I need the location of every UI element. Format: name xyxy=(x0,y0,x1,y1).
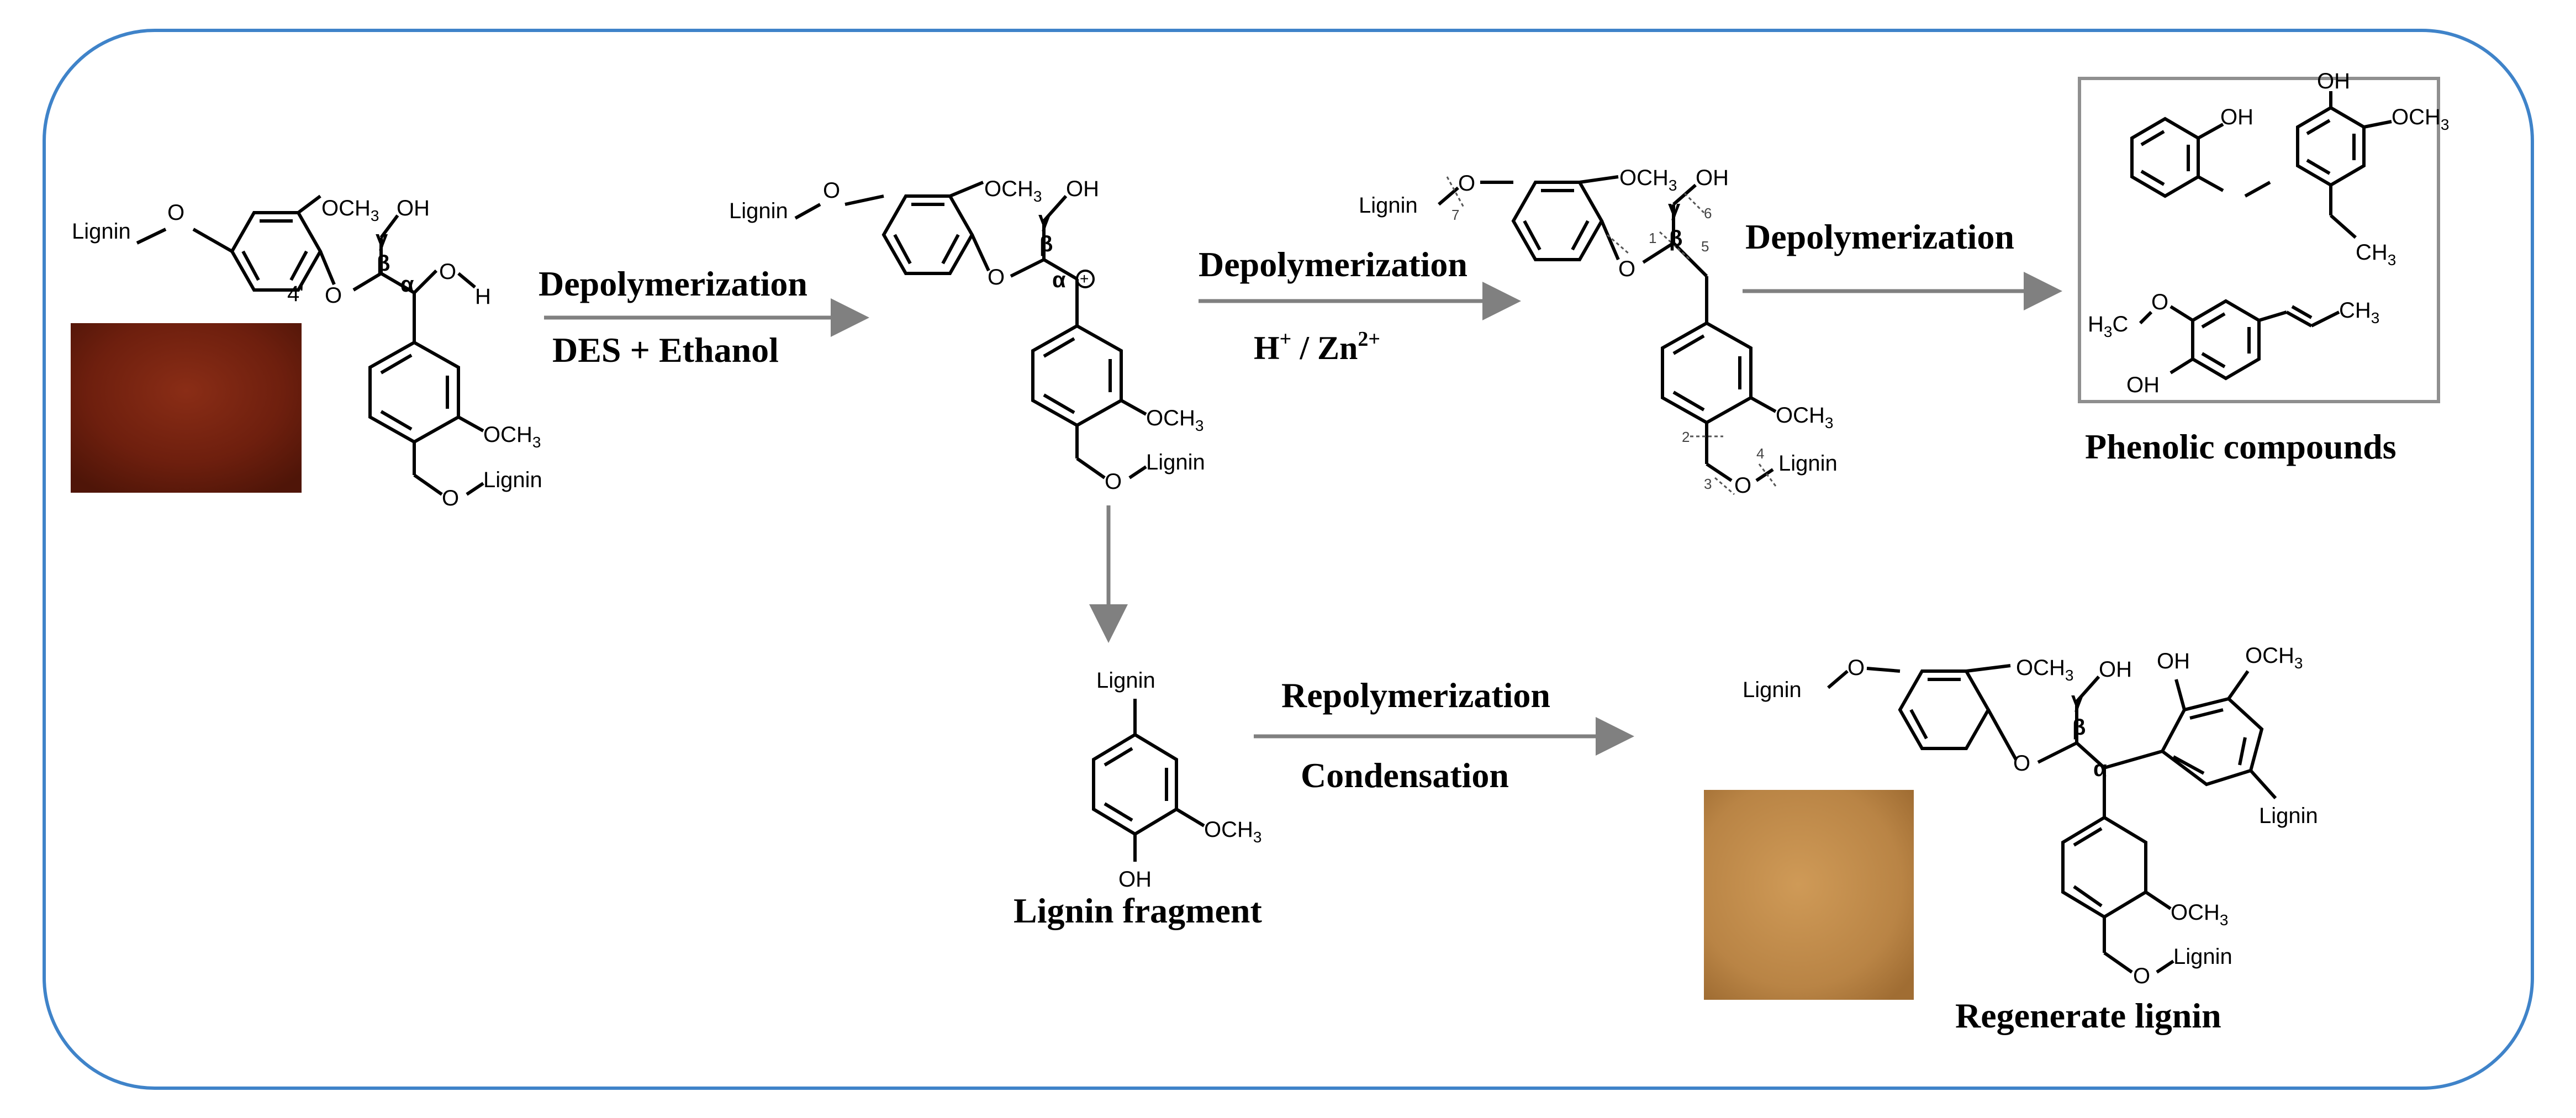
regen-ether-o2-label: O xyxy=(2013,751,2030,776)
cleavage-number-5: 5 xyxy=(1701,238,1709,255)
cleavage-number-3: 3 xyxy=(1704,476,1712,492)
regen-gamma-label: γ xyxy=(2071,688,2084,712)
four-prime-label: 4' xyxy=(287,282,304,306)
lignin-b-label-3: Lignin xyxy=(1778,451,1838,476)
gamma-label-2: γ xyxy=(1038,207,1051,231)
lignin-fragment-structure xyxy=(1092,699,1205,862)
isoeugenol-o-label: O xyxy=(2151,290,2168,314)
ether-o-label-2: O xyxy=(823,178,840,203)
och3-label-3: OCH3 xyxy=(1619,166,1677,194)
gamma-label: γ xyxy=(376,226,388,251)
ether-o3-label: O xyxy=(442,486,459,510)
gamma-label-3: γ xyxy=(1668,196,1681,220)
fragment-och3-label: OCH3 xyxy=(1204,818,1261,846)
regen-och3-b-label: OCH3 xyxy=(2245,644,2303,672)
beta-label-3: β xyxy=(1669,226,1682,251)
cleavage-number-7: 7 xyxy=(1451,207,1459,223)
ethylguaiacol-oh-label: OH xyxy=(2317,69,2350,93)
alpha-label: α xyxy=(400,272,414,297)
cleavage-number-6: 6 xyxy=(1704,205,1712,222)
lignin-b-label-2: Lignin xyxy=(1146,450,1205,474)
ether-o-label: O xyxy=(167,201,184,225)
cleavage-site-structure xyxy=(1438,175,1777,482)
fragment-lignin-label: Lignin xyxy=(1096,668,1155,693)
carbocation-intermediate-structure xyxy=(794,181,1147,479)
regenerated-lignin-sample-image xyxy=(1704,790,1914,1000)
beta-label-2: β xyxy=(1039,232,1053,256)
guaiacol-oh-label: OH xyxy=(2220,105,2253,129)
isoeugenol-oh-label: OH xyxy=(2126,373,2160,397)
repolymerization-step: Repolymerization Condensation xyxy=(1254,676,1634,795)
regen-lignin-c-label: Lignin xyxy=(2173,945,2232,969)
regen-lignin-label: Lignin xyxy=(1743,678,1802,702)
depolymerization-3-label: Depolymerization xyxy=(1745,217,2014,256)
carbocation-charge: + xyxy=(1080,270,1089,287)
phenolic-products-box xyxy=(2078,77,2440,403)
lignin-label: Lignin xyxy=(72,219,131,244)
depolymerization-step-2: Depolymerization H+ / Zn2+ xyxy=(1199,245,1521,366)
ether-o2-label: O xyxy=(325,283,342,308)
oh-label: OH xyxy=(397,196,430,220)
och3-label-2: OCH3 xyxy=(984,177,1042,205)
alpha-label-2: α xyxy=(1052,268,1066,292)
regen-alpha-label: α xyxy=(2093,757,2107,781)
och3-b-label-2: OCH3 xyxy=(1146,406,1203,434)
oh-label-3: OH xyxy=(1696,166,1729,190)
regen-och3-label: OCH3 xyxy=(2016,656,2073,684)
och3-b-label-3: OCH3 xyxy=(1776,403,1833,431)
repolymerization-label: Repolymerization xyxy=(1281,676,1550,715)
hydroxyl-o-label: O xyxy=(439,260,456,284)
outer-frame xyxy=(43,29,2534,1090)
acid-zinc-label: H+ / Zn2+ xyxy=(1254,328,1380,366)
hydroxyl-h-label: H xyxy=(475,284,491,309)
regenerated-lignin-structure xyxy=(1827,664,2277,974)
oh-label-2: OH xyxy=(1066,177,1099,201)
cleavage-number-4: 4 xyxy=(1756,445,1764,462)
isoeugenol-ch3-label: CH3 xyxy=(2339,298,2379,326)
regen-lignin-b-label: Lignin xyxy=(2259,804,2318,828)
des-ethanol-label: DES + Ethanol xyxy=(552,330,779,370)
cleavage-number-2: 2 xyxy=(1682,429,1690,445)
fragment-oh-label: OH xyxy=(1118,867,1152,892)
ether-o-label-3: O xyxy=(1458,171,1475,196)
regen-ether-o3-label: O xyxy=(2133,964,2150,988)
lignin-fragment-caption: Lignin fragment xyxy=(1013,891,1262,930)
regen-och3-c-label: OCH3 xyxy=(2171,900,2228,929)
phenolic-compounds-caption: Phenolic compounds xyxy=(2085,427,2396,466)
ether-o2-label-2: O xyxy=(988,265,1005,289)
depolymerization-step-1: Depolymerization DES + Ethanol xyxy=(539,264,869,370)
condensation-label: Condensation xyxy=(1301,756,1509,795)
och3-label: OCH3 xyxy=(321,196,379,224)
lignin-label-3: Lignin xyxy=(1359,193,1418,218)
regen-ether-o-label: O xyxy=(1847,656,1865,680)
ethylguaiacol-och3-label: OCH3 xyxy=(2392,105,2449,133)
native-lignin-structure xyxy=(136,194,484,496)
ether-o2-label-3: O xyxy=(1618,257,1635,281)
depolymerization-2-label: Depolymerization xyxy=(1199,245,1468,284)
regen-oh-label: OH xyxy=(2099,657,2132,682)
lignin-label-2: Lignin xyxy=(729,199,788,223)
beta-label: β xyxy=(377,251,390,276)
phenolic-products-structures xyxy=(2130,91,2392,381)
regenerate-lignin-caption: Regenerate lignin xyxy=(1955,996,2221,1035)
raw-lignin-sample-image xyxy=(71,323,302,493)
regen-beta-label: β xyxy=(2072,715,2086,740)
ethylguaiacol-ch3-label: CH3 xyxy=(2356,240,2396,268)
isoeugenol-h3c-label: H3C xyxy=(2088,312,2128,340)
ether-o3-label-2: O xyxy=(1105,470,1122,494)
cleavage-number-1: 1 xyxy=(1649,230,1656,246)
lignin-b-label: Lignin xyxy=(483,468,542,492)
depolymerization-1-label: Depolymerization xyxy=(539,264,807,303)
regen-ho-label: OH xyxy=(2157,649,2190,673)
depolymerization-step-3: Depolymerization xyxy=(1743,217,2062,310)
ether-o3-label-3: O xyxy=(1734,473,1751,498)
och3-b-label: OCH3 xyxy=(483,423,541,451)
cleavage-marks xyxy=(1446,176,1777,495)
